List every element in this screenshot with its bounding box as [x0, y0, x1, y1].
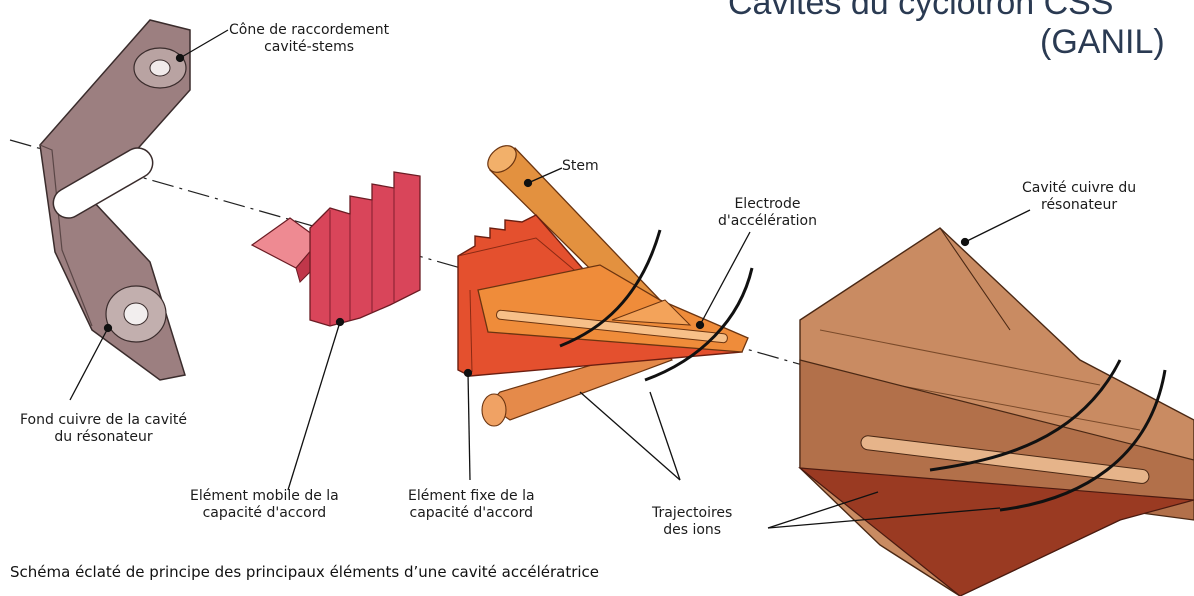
ion-trajectories: [559, 229, 1167, 512]
copper-cavity: [798, 227, 1194, 596]
label-stem: Stem: [562, 158, 599, 174]
mobile-tuning-element: [250, 171, 421, 327]
figure-caption: Schéma éclaté de principe des principaux…: [10, 563, 600, 581]
label-back-plate: Fond cuivre de la cavité du résonateur: [20, 412, 188, 445]
page-title: Cavités du cyclotron CSS (GANIL): [728, 0, 1165, 61]
leader-lines: [69, 29, 1031, 529]
label-mobile-element: Elément mobile de la capacité d'accord: [190, 488, 339, 521]
back-plate: [39, 19, 191, 381]
label-electrode: Electrode d'accélération: [718, 196, 817, 229]
label-fixed-element: Elément fixe de la capacité d'accord: [408, 488, 535, 521]
label-trajectories: Trajectoires des ions: [652, 505, 733, 538]
acceleration-electrode: [477, 264, 749, 353]
label-cavity: Cavité cuivre du résonateur: [1022, 180, 1137, 213]
label-cone: Cône de raccordement cavité-stems: [229, 22, 390, 55]
